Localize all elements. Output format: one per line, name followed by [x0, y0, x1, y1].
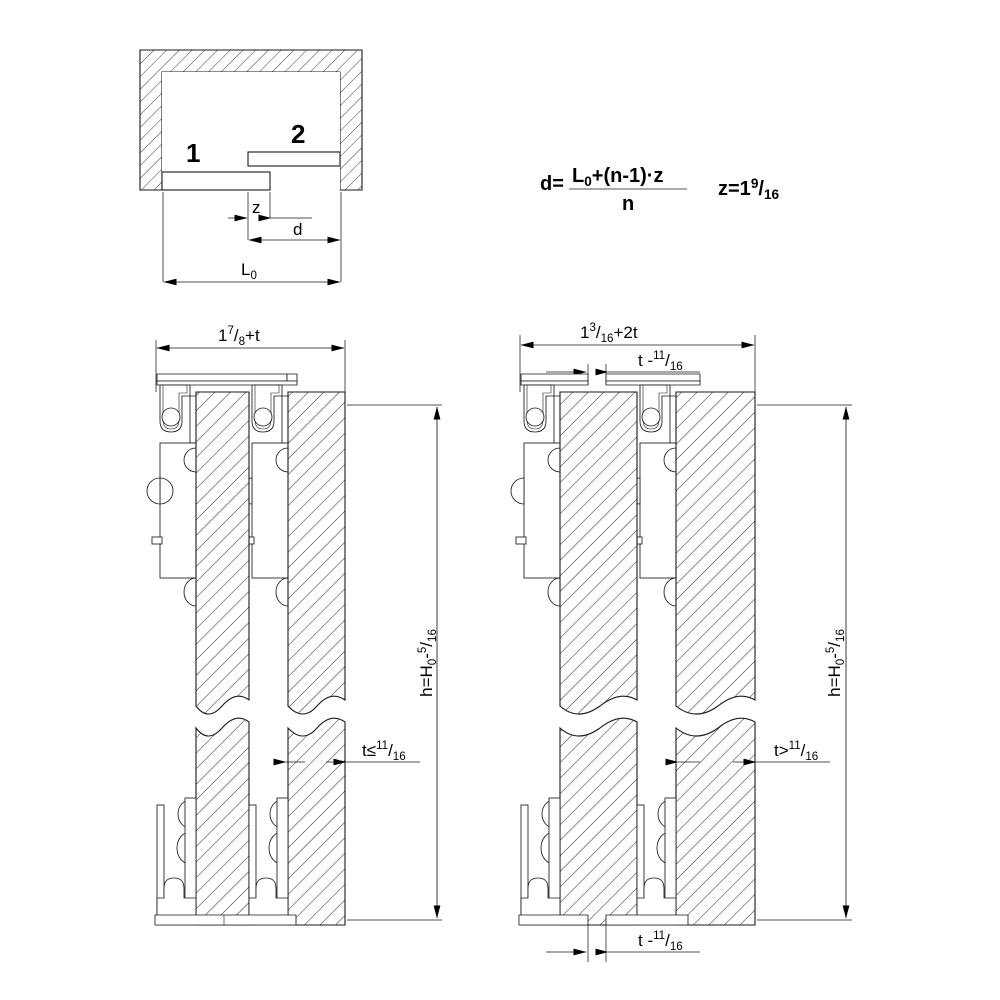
formula-lhs: d= — [540, 173, 564, 195]
formula-group: d= L0+(n-1)·z n z=19/16 — [540, 165, 779, 215]
left-thickness-label: t≤11/16 — [362, 740, 406, 763]
right-top-width-dim: 13/16+2t — [519, 322, 756, 400]
section-left-group: 17/8+t — [146, 325, 442, 926]
right-top-gap-label: t -11/16 — [638, 350, 683, 373]
right-height-dim: h=H0-5/16 — [757, 404, 852, 921]
right-height-label: h=H0-5/16 — [825, 629, 847, 697]
plan-dim-L0: L0 — [163, 260, 341, 286]
formula-denominator: n — [622, 193, 634, 215]
left-panel-upper-a — [195, 391, 250, 715]
left-height-label: h=H0-5/16 — [417, 629, 439, 697]
left-thickness-dim: t≤11/16 — [273, 740, 420, 766]
left-head-track — [156, 373, 298, 444]
plan-dim-z: z — [228, 198, 312, 222]
plan-panel-2 — [247, 151, 341, 167]
left-top-width-label: 17/8+t — [218, 325, 260, 348]
right-panel-lower-b — [675, 717, 756, 926]
formula-numerator: L0+(n-1)·z — [572, 165, 663, 189]
plan-panel-2-label: 2 — [291, 119, 305, 149]
right-panel-lower-a — [559, 717, 638, 926]
plan-panel-1 — [161, 171, 271, 191]
right-bottom-gap-label: t -11/16 — [638, 930, 683, 953]
right-panel-upper-b — [675, 391, 756, 715]
right-thickness-label: t>11/16 — [774, 740, 818, 763]
formula-z-value: z=19/16 — [718, 176, 779, 202]
left-panel-lower-b — [287, 717, 346, 926]
left-panel-lower-a — [195, 717, 250, 926]
left-height-dim: h=H0-5/16 — [347, 404, 442, 921]
left-top-width-dim: 17/8+t — [155, 325, 346, 400]
left-bottom-guide — [154, 797, 297, 926]
plan-dim-z-label: z — [252, 198, 261, 217]
section-right-group: 13/16+2t t -11/16 — [510, 322, 852, 962]
plan-dim-d-label: d — [293, 220, 302, 239]
right-top-width-label: 13/16+2t — [580, 322, 638, 345]
plan-dim-L0-label: L0 — [241, 260, 257, 282]
plan-opening — [162, 72, 340, 190]
right-thickness-dim: t>11/16 — [665, 740, 830, 766]
right-panel-upper-a — [559, 391, 638, 715]
plan-dim-d: d — [248, 220, 341, 244]
plan-view-group: 1 2 z d L0 — [139, 49, 363, 286]
right-head-track — [520, 373, 701, 444]
right-bottom-guide — [518, 797, 689, 926]
left-panel-upper-b — [287, 391, 346, 715]
right-bottom-gap-dim: t -11/16 — [546, 925, 700, 962]
plan-panel-1-label: 1 — [186, 138, 200, 168]
